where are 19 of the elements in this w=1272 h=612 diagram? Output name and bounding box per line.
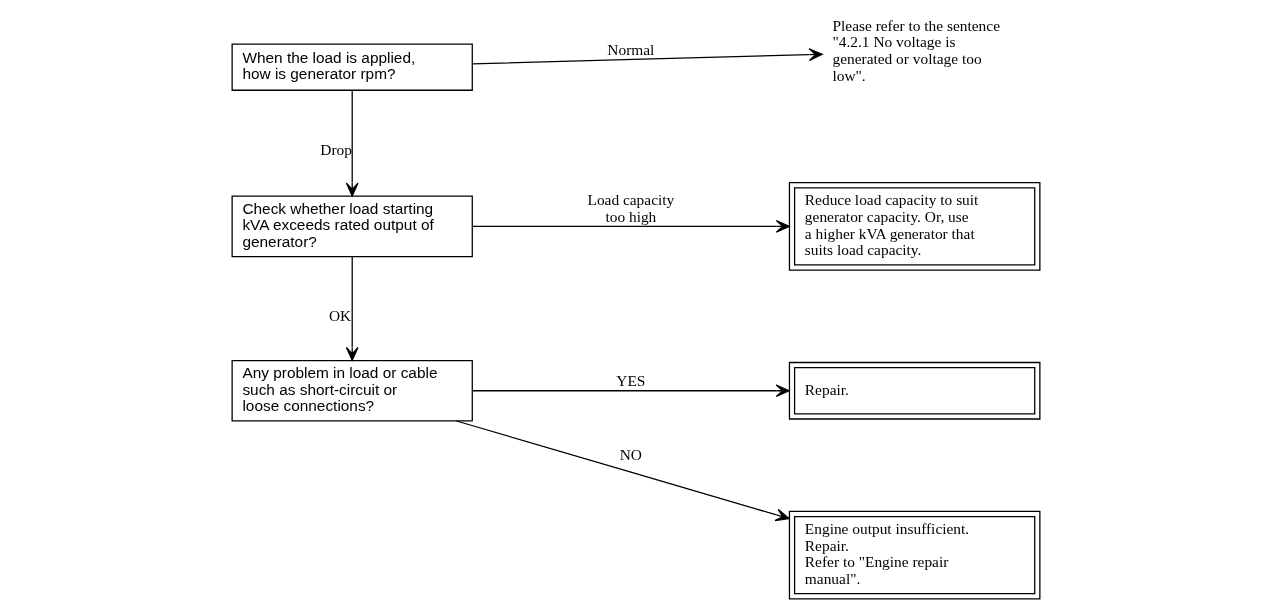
- node-box: Any problem in load or cable such as short-circuit or loose connections?: [231, 359, 473, 422]
- node-box: Repair.: [788, 361, 1041, 420]
- edge-label: Normal: [607, 41, 655, 59]
- arrow: [471, 219, 790, 233]
- node-text: Please refer to the sentence "4.2.1 No voltage is generated or voltage too low".: [832, 16, 1000, 84]
- node-box: When the load is applied, how is generator rpm?: [231, 43, 473, 91]
- edge-label: Drop: [320, 141, 352, 159]
- arrow: [345, 256, 359, 361]
- arrow: [471, 384, 790, 398]
- arrow: [471, 48, 823, 65]
- node-box: Engine output insufficient. Repair. Refer to "Engine repair manual".: [788, 510, 1041, 600]
- edge-label: OK: [328, 306, 352, 324]
- node-box: Check whether load starting kVA exceeds rated output of generator?: [231, 195, 473, 258]
- edge-label: YES: [616, 372, 646, 390]
- edge-label: NO: [619, 445, 642, 463]
- arrow: [455, 420, 790, 522]
- arrow: [345, 89, 359, 197]
- node-box: Reduce load capacity to suit generator capacity. Or, use a higher kVA generator that suits load capacity.: [788, 182, 1041, 271]
- edge-label: Load capacity too high: [587, 191, 675, 226]
